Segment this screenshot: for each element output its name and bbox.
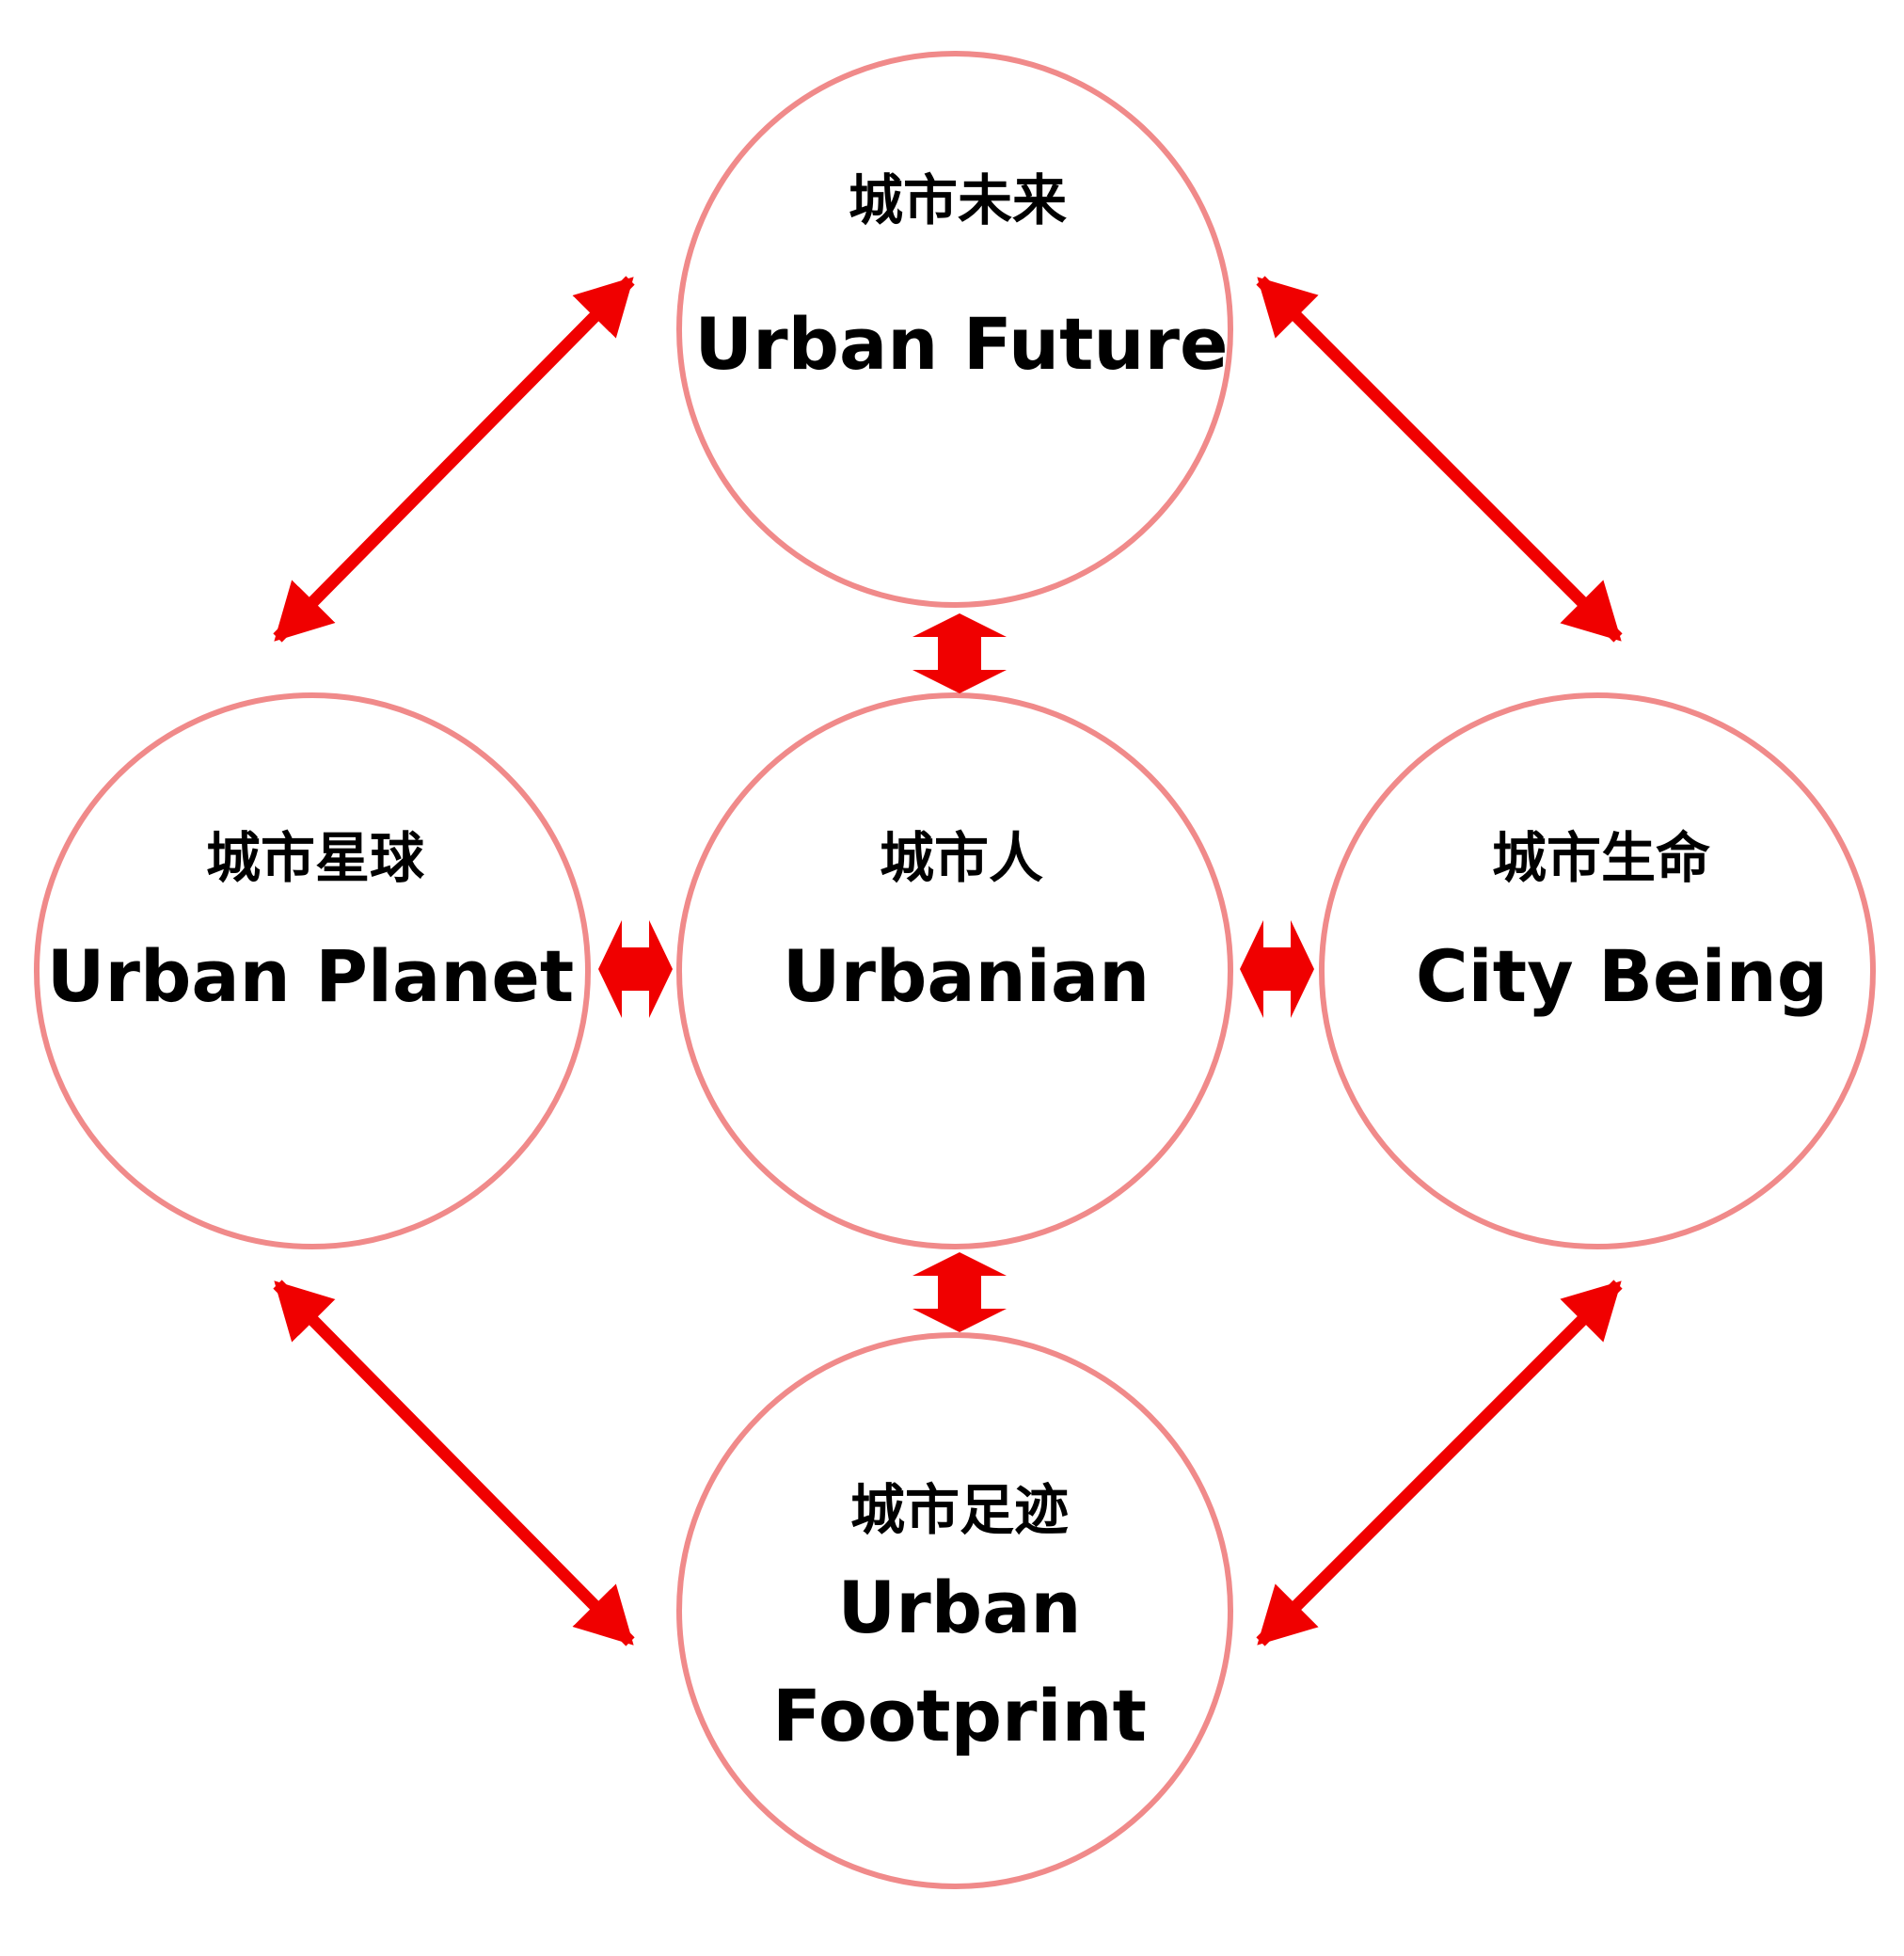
arrow-future-planet <box>273 276 635 643</box>
node-urban-footprint: 城市足迹 Urban Footprint <box>676 1332 1233 1889</box>
node-circle <box>676 692 1233 1249</box>
node-label-zh: 城市生命 <box>1492 826 1710 890</box>
node-urbanian: 城市人 Urbanian <box>676 692 1233 1249</box>
node-circle <box>34 692 591 1249</box>
node-urban-planet: 城市星球 Urban Planet <box>34 692 591 1249</box>
node-label-en: Urbanian <box>783 934 1150 1018</box>
node-label-zh: 城市星球 <box>206 826 425 890</box>
arrow-being-footprint <box>1256 1280 1623 1646</box>
node-city-being: 城市生命 City Being <box>1319 692 1876 1249</box>
node-label-en: Urban Future <box>694 302 1228 386</box>
node-label-en: Urban Planet <box>47 934 574 1018</box>
arrow-center-footprint <box>912 1252 1007 1332</box>
arrow-planet-center <box>598 920 673 1018</box>
node-label-zh: 城市人 <box>880 826 1043 890</box>
node-circle <box>1319 692 1876 1249</box>
arrow-planet-footprint <box>273 1280 635 1646</box>
arrow-center-being <box>1240 920 1314 1018</box>
node-label-zh: 城市足迹 <box>850 1478 1069 1542</box>
node-urban-future: 城市未来 Urban Future <box>676 51 1233 608</box>
arrow-future-being <box>1256 276 1623 643</box>
node-circle <box>676 1332 1233 1889</box>
node-circle <box>676 51 1233 608</box>
arrow-future-center <box>912 613 1007 693</box>
node-label-zh: 城市未来 <box>849 168 1067 232</box>
node-label-en-line1: Urban <box>838 1566 1082 1649</box>
node-label-en-line2: Footprint <box>772 1674 1147 1757</box>
node-label-en: City Being <box>1416 934 1828 1018</box>
